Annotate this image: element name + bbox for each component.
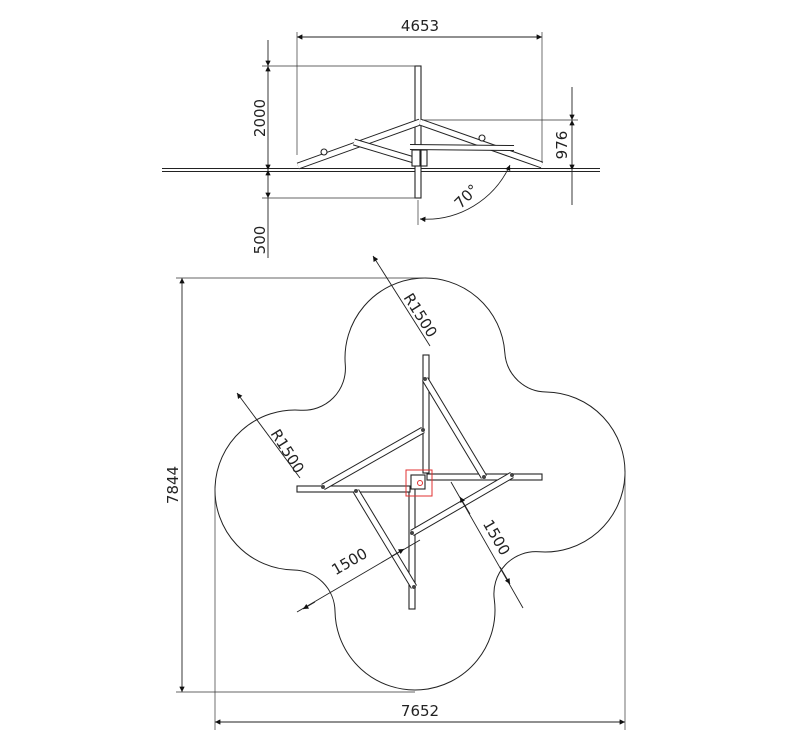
overall-width-dimension-label: 7652: [401, 702, 439, 720]
radius-top-label: R1500: [400, 290, 441, 341]
elevation-beams: [296, 118, 544, 170]
radius-left-label: R1500: [267, 426, 308, 477]
rail-top: [422, 354, 430, 474]
angle-arc: [419, 164, 511, 223]
seat-height-dimension-label: 976: [553, 131, 571, 160]
clearance-left-label: 1500: [328, 544, 370, 579]
center-post: [414, 65, 422, 199]
rail-bottom: [408, 486, 416, 610]
safety-zone-outline: [214, 277, 626, 691]
clearance-right-label: 1500: [479, 516, 514, 558]
width-dimension-label: 4653: [401, 17, 439, 35]
radius-top-leader: [372, 255, 431, 347]
rail-left: [296, 485, 411, 493]
depth-dimension-label: 500: [251, 226, 269, 255]
angle-label: 70°: [451, 181, 483, 213]
plan-view: 7844 7652 R1500 R1500 1500 1500: [164, 255, 626, 730]
radius-left-leader: [236, 392, 301, 479]
elevation-view: 4653 2000 500 976 70°: [162, 17, 600, 258]
diagonal-beams: [321, 377, 514, 589]
height-dimension-label: 2000: [251, 99, 269, 137]
overall-height-dimension-label: 7844: [164, 466, 182, 504]
center-pivot: [405, 469, 433, 497]
